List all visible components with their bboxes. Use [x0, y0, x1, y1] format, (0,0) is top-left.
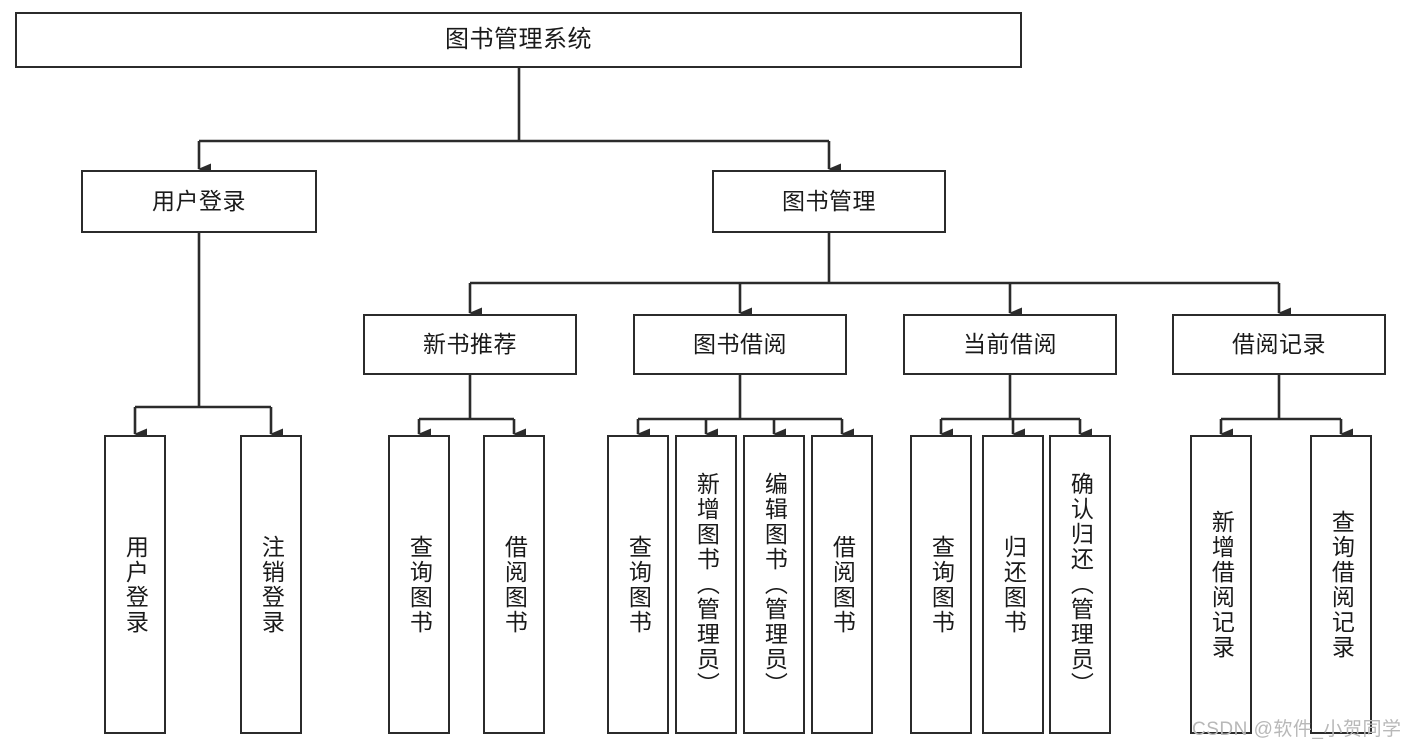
- node-leaf-edit-book-label: 编辑图书（管理员）: [761, 472, 788, 697]
- node-leaf-confirm-return-label: 确认归还（管理员）: [1067, 472, 1094, 697]
- node-root-label: 图书管理系统: [445, 25, 592, 53]
- node-leaf-borrow-book-2-label: 借阅图书: [829, 534, 856, 635]
- edge-group: [133, 68, 1353, 440]
- connector-bus-new-book-recommend: [419, 375, 514, 421]
- node-leaf-edit-book[interactable]: 编辑图书（管理员）: [743, 435, 805, 734]
- node-leaf-add-book-label: 新增图书（管理员）: [693, 472, 720, 697]
- connector-bus-borrow-record: [1221, 375, 1341, 421]
- node-leaf-add-record[interactable]: 新增借阅记录: [1190, 435, 1252, 734]
- node-leaf-query-book-3-label: 查询图书: [928, 534, 955, 635]
- connector-bus-book-management: [470, 233, 1279, 285]
- node-new-book-recommend-label: 新书推荐: [423, 330, 517, 357]
- node-leaf-query-record[interactable]: 查询借阅记录: [1310, 435, 1372, 734]
- node-leaf-borrow-book-1-label: 借阅图书: [501, 534, 528, 635]
- node-borrow-record[interactable]: 借阅记录: [1172, 314, 1386, 375]
- node-book-management[interactable]: 图书管理: [712, 170, 946, 233]
- node-leaf-query-book-2-label: 查询图书: [625, 534, 652, 635]
- node-leaf-add-book[interactable]: 新增图书（管理员）: [675, 435, 737, 734]
- node-user-login-label: 用户登录: [152, 187, 246, 214]
- node-new-book-recommend[interactable]: 新书推荐: [363, 314, 577, 375]
- node-leaf-logout-label: 注销登录: [258, 534, 285, 635]
- node-book-borrow-label: 图书借阅: [693, 330, 787, 357]
- node-leaf-confirm-return[interactable]: 确认归还（管理员）: [1049, 435, 1111, 734]
- watermark-csdn: CSDN @软件_小贺同学: [1192, 719, 1402, 740]
- node-leaf-user-login[interactable]: 用户登录: [104, 435, 166, 734]
- node-user-login[interactable]: 用户登录: [81, 170, 317, 233]
- node-book-management-label: 图书管理: [782, 187, 876, 214]
- node-leaf-borrow-book-2[interactable]: 借阅图书: [811, 435, 873, 734]
- node-leaf-query-book-1[interactable]: 查询图书: [388, 435, 450, 734]
- connector-bus-root: [199, 68, 829, 143]
- node-leaf-query-record-label: 查询借阅记录: [1328, 509, 1355, 660]
- connector-bus-book-borrow: [638, 375, 842, 421]
- node-leaf-user-login-label: 用户登录: [122, 534, 149, 635]
- node-leaf-return-book[interactable]: 归还图书: [982, 435, 1044, 734]
- node-leaf-query-book-1-label: 查询图书: [406, 534, 433, 635]
- connector-bus-user-login: [135, 233, 271, 409]
- connector-bus-current-borrow: [941, 375, 1080, 421]
- node-current-borrow-label: 当前借阅: [963, 330, 1057, 357]
- node-leaf-query-book-2[interactable]: 查询图书: [607, 435, 669, 734]
- node-book-borrow[interactable]: 图书借阅: [633, 314, 847, 375]
- node-leaf-borrow-book-1[interactable]: 借阅图书: [483, 435, 545, 734]
- node-borrow-record-label: 借阅记录: [1232, 330, 1326, 357]
- node-leaf-return-book-label: 归还图书: [1000, 534, 1027, 635]
- node-leaf-logout[interactable]: 注销登录: [240, 435, 302, 734]
- node-root[interactable]: 图书管理系统: [15, 12, 1022, 68]
- node-leaf-add-record-label: 新增借阅记录: [1208, 509, 1235, 660]
- node-current-borrow[interactable]: 当前借阅: [903, 314, 1117, 375]
- node-leaf-query-book-3[interactable]: 查询图书: [910, 435, 972, 734]
